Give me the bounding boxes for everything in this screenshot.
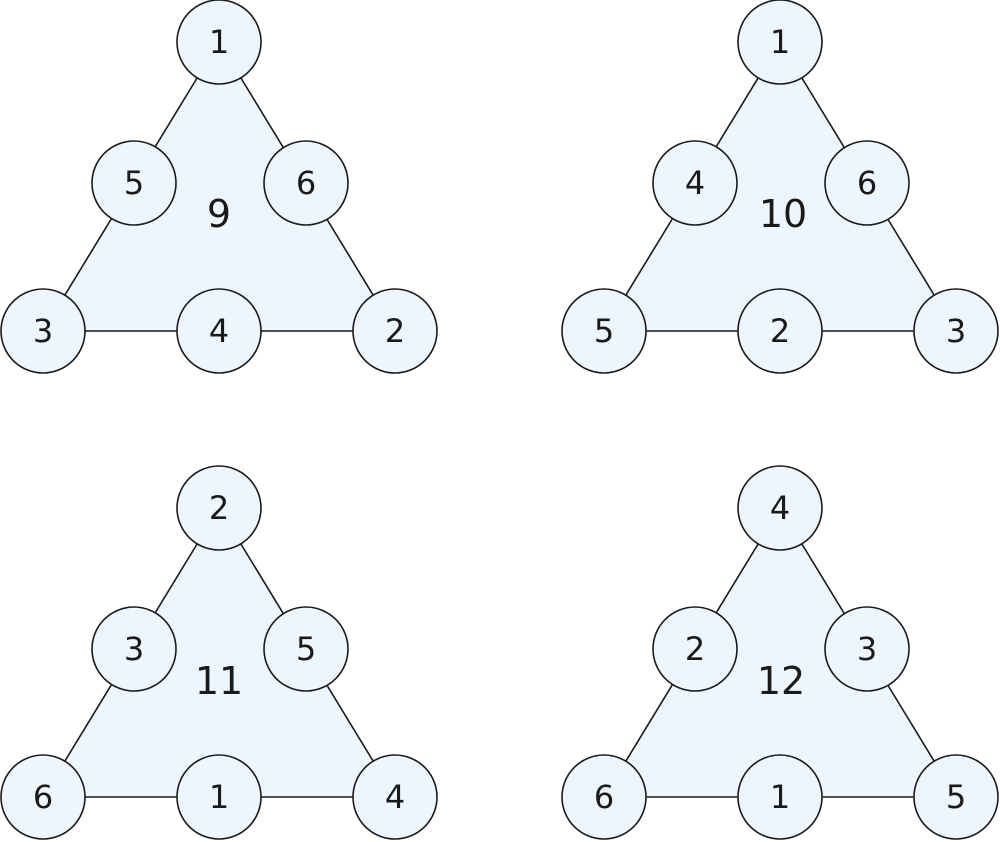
node-right-mid: 6 xyxy=(263,140,349,226)
node-left-mid-value: 2 xyxy=(685,630,705,668)
node-top-value: 1 xyxy=(209,23,229,61)
node-bottom-left: 5 xyxy=(561,288,647,374)
node-bottom-right-value: 3 xyxy=(946,312,966,350)
node-right-mid-value: 6 xyxy=(296,164,316,202)
triangle-puzzle-2: 10 1 4 6 5 2 3 xyxy=(561,0,999,374)
node-top-value: 1 xyxy=(770,23,790,61)
node-top: 4 xyxy=(737,465,823,551)
node-top-value: 2 xyxy=(209,489,229,527)
node-bottom-mid: 1 xyxy=(737,754,823,840)
node-bottom-right-value: 2 xyxy=(385,312,405,350)
node-bottom-left-value: 3 xyxy=(33,312,53,350)
center-sum: 10 xyxy=(759,192,807,236)
node-left-mid-value: 5 xyxy=(124,164,144,202)
triangle-puzzle-4: 12 4 2 3 6 1 5 xyxy=(561,465,999,840)
node-left-mid: 5 xyxy=(91,140,177,226)
center-sum: 11 xyxy=(195,659,243,703)
node-bottom-right: 3 xyxy=(913,288,999,374)
node-right-mid-value: 6 xyxy=(857,164,877,202)
center-sum: 12 xyxy=(757,659,805,703)
node-bottom-right-value: 4 xyxy=(385,778,405,816)
node-left-mid-value: 3 xyxy=(124,630,144,668)
node-bottom-right-value: 5 xyxy=(946,778,966,816)
node-bottom-mid-value: 1 xyxy=(209,778,229,816)
node-left-mid-value: 4 xyxy=(685,164,705,202)
node-bottom-right: 4 xyxy=(352,754,438,840)
node-bottom-left-value: 6 xyxy=(594,778,614,816)
node-right-mid-value: 3 xyxy=(857,630,877,668)
node-right-mid-value: 5 xyxy=(296,630,316,668)
node-bottom-mid: 1 xyxy=(176,754,262,840)
node-bottom-mid: 4 xyxy=(176,288,262,374)
node-left-mid: 2 xyxy=(652,606,738,692)
center-sum: 9 xyxy=(207,192,231,236)
node-bottom-right: 5 xyxy=(913,754,999,840)
node-left-mid: 3 xyxy=(91,606,177,692)
triangle-puzzle-1: 9 1 5 6 3 4 2 xyxy=(0,0,438,374)
node-bottom-right: 2 xyxy=(352,288,438,374)
node-right-mid: 3 xyxy=(824,606,910,692)
node-top: 2 xyxy=(176,465,262,551)
node-bottom-left: 6 xyxy=(561,754,647,840)
node-right-mid: 6 xyxy=(824,140,910,226)
node-bottom-left-value: 5 xyxy=(594,312,614,350)
node-bottom-left: 6 xyxy=(0,754,86,840)
triangle-puzzle-3: 11 2 3 5 6 1 4 xyxy=(0,465,438,840)
node-bottom-mid-value: 4 xyxy=(209,312,229,350)
node-bottom-mid-value: 1 xyxy=(770,778,790,816)
node-bottom-mid: 2 xyxy=(737,288,823,374)
node-bottom-left: 3 xyxy=(0,288,86,374)
node-top-value: 4 xyxy=(770,489,790,527)
node-left-mid: 4 xyxy=(652,140,738,226)
node-top: 1 xyxy=(176,0,262,85)
node-bottom-left-value: 6 xyxy=(33,778,53,816)
node-top: 1 xyxy=(737,0,823,85)
node-bottom-mid-value: 2 xyxy=(770,312,790,350)
node-right-mid: 5 xyxy=(263,606,349,692)
